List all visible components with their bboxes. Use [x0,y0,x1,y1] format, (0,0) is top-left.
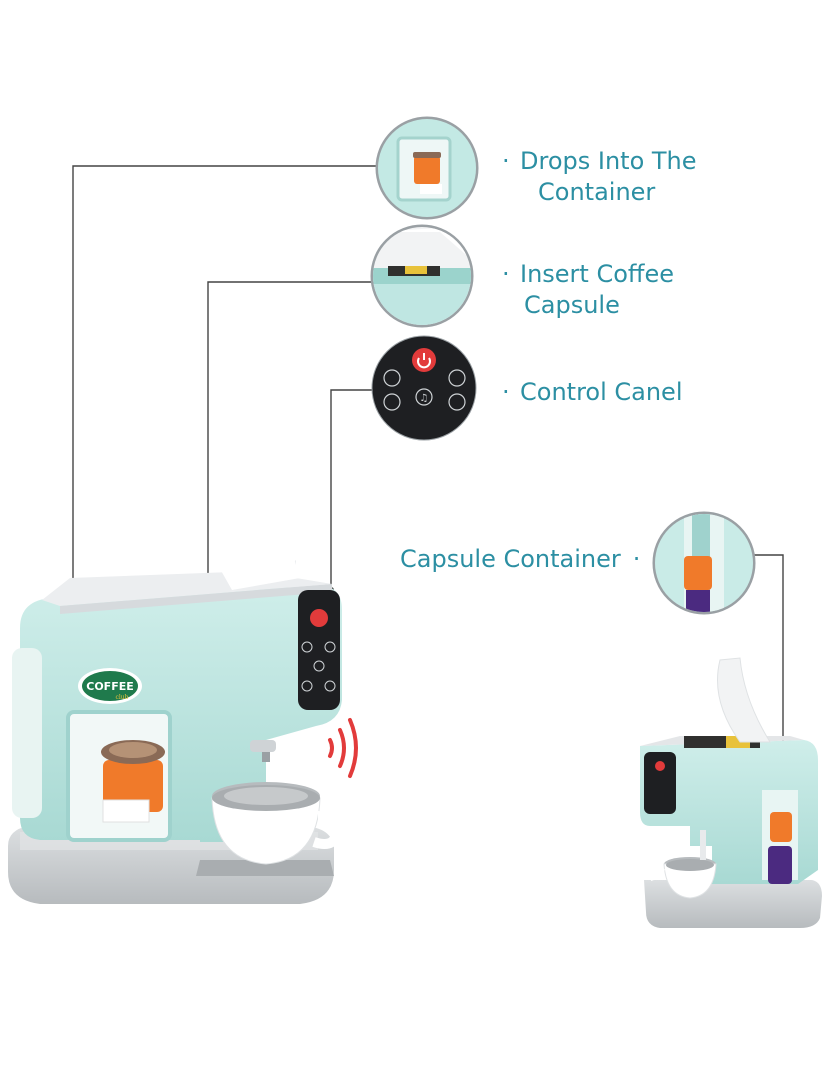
small-coffee-machine [640,657,822,928]
bullet: · [502,260,510,288]
logo-text: COFFEE [86,680,133,693]
sound-waves-icon [328,718,358,778]
music-note-icon [415,388,433,406]
callout-capsule-container: Capsule Container · [400,544,651,575]
callout-line2: Capsule [524,291,620,319]
callout-text: Capsule Container [400,545,621,573]
cup-icon [383,369,401,387]
bullet: · [502,147,510,175]
callout-insert-coffee-capsule: · Insert Coffee Capsule [502,259,674,321]
callout-drops-into-container: · Drops Into The Container [502,146,697,208]
callout-line2: Container [538,178,656,206]
detail-control-circle: ♫ [371,335,477,441]
coffee-bean-icon [448,369,466,387]
callout-line1: Insert Coffee [520,260,674,288]
bullet: · [502,378,510,406]
detail-drops-circle [375,116,479,220]
mug-icon [383,393,401,411]
callout-control-panel: · Control Canel [502,377,683,408]
detail-capsule-circle [652,511,756,615]
svg-text:♫: ♫ [420,393,429,404]
main-coffee-machine: COFFEE club [8,552,358,904]
coffee-cup [211,782,342,865]
logo-subtext: club [116,694,129,701]
callout-line1: Drops Into The [520,147,697,175]
drop-icon [448,393,466,411]
detail-insert-circle [370,224,474,328]
callout-line1: Control Canel [520,378,683,406]
coffee-logo: COFFEE club [78,668,142,704]
bullet: · [632,545,641,573]
